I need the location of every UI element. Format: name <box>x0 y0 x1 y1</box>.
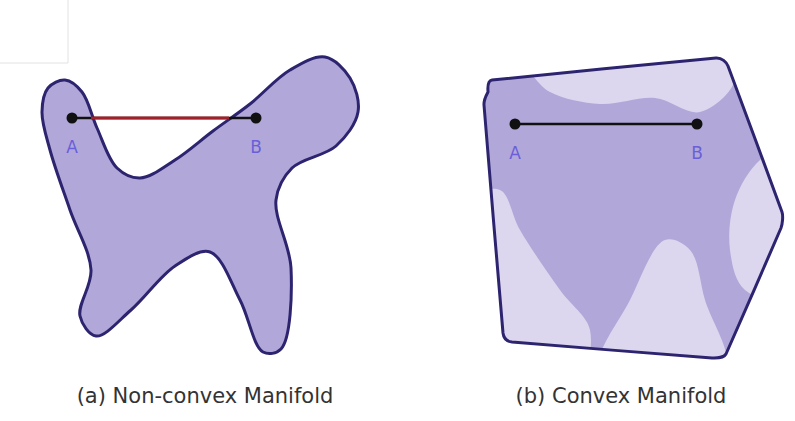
point-label: B <box>691 144 703 164</box>
non-convex-shape <box>42 57 358 354</box>
point-label: A <box>66 138 78 158</box>
segment <box>72 117 256 120</box>
hull-light-regions <box>454 25 795 383</box>
point-label: A <box>509 144 521 164</box>
subfigure-caption: (b) Convex Manifold <box>516 384 727 408</box>
point-dot <box>251 113 262 124</box>
convex-outline <box>484 58 783 358</box>
corner-mark <box>0 0 68 63</box>
light-region <box>454 189 591 383</box>
light-region <box>598 239 727 382</box>
point-dot <box>67 113 78 124</box>
outside-segment <box>91 117 229 120</box>
point-dot <box>510 119 521 130</box>
segment <box>515 123 697 126</box>
light-region <box>729 139 795 304</box>
subfigure-caption: (a) Non-convex Manifold <box>77 384 334 408</box>
point-dot <box>692 119 703 130</box>
point-label: B <box>250 138 262 158</box>
